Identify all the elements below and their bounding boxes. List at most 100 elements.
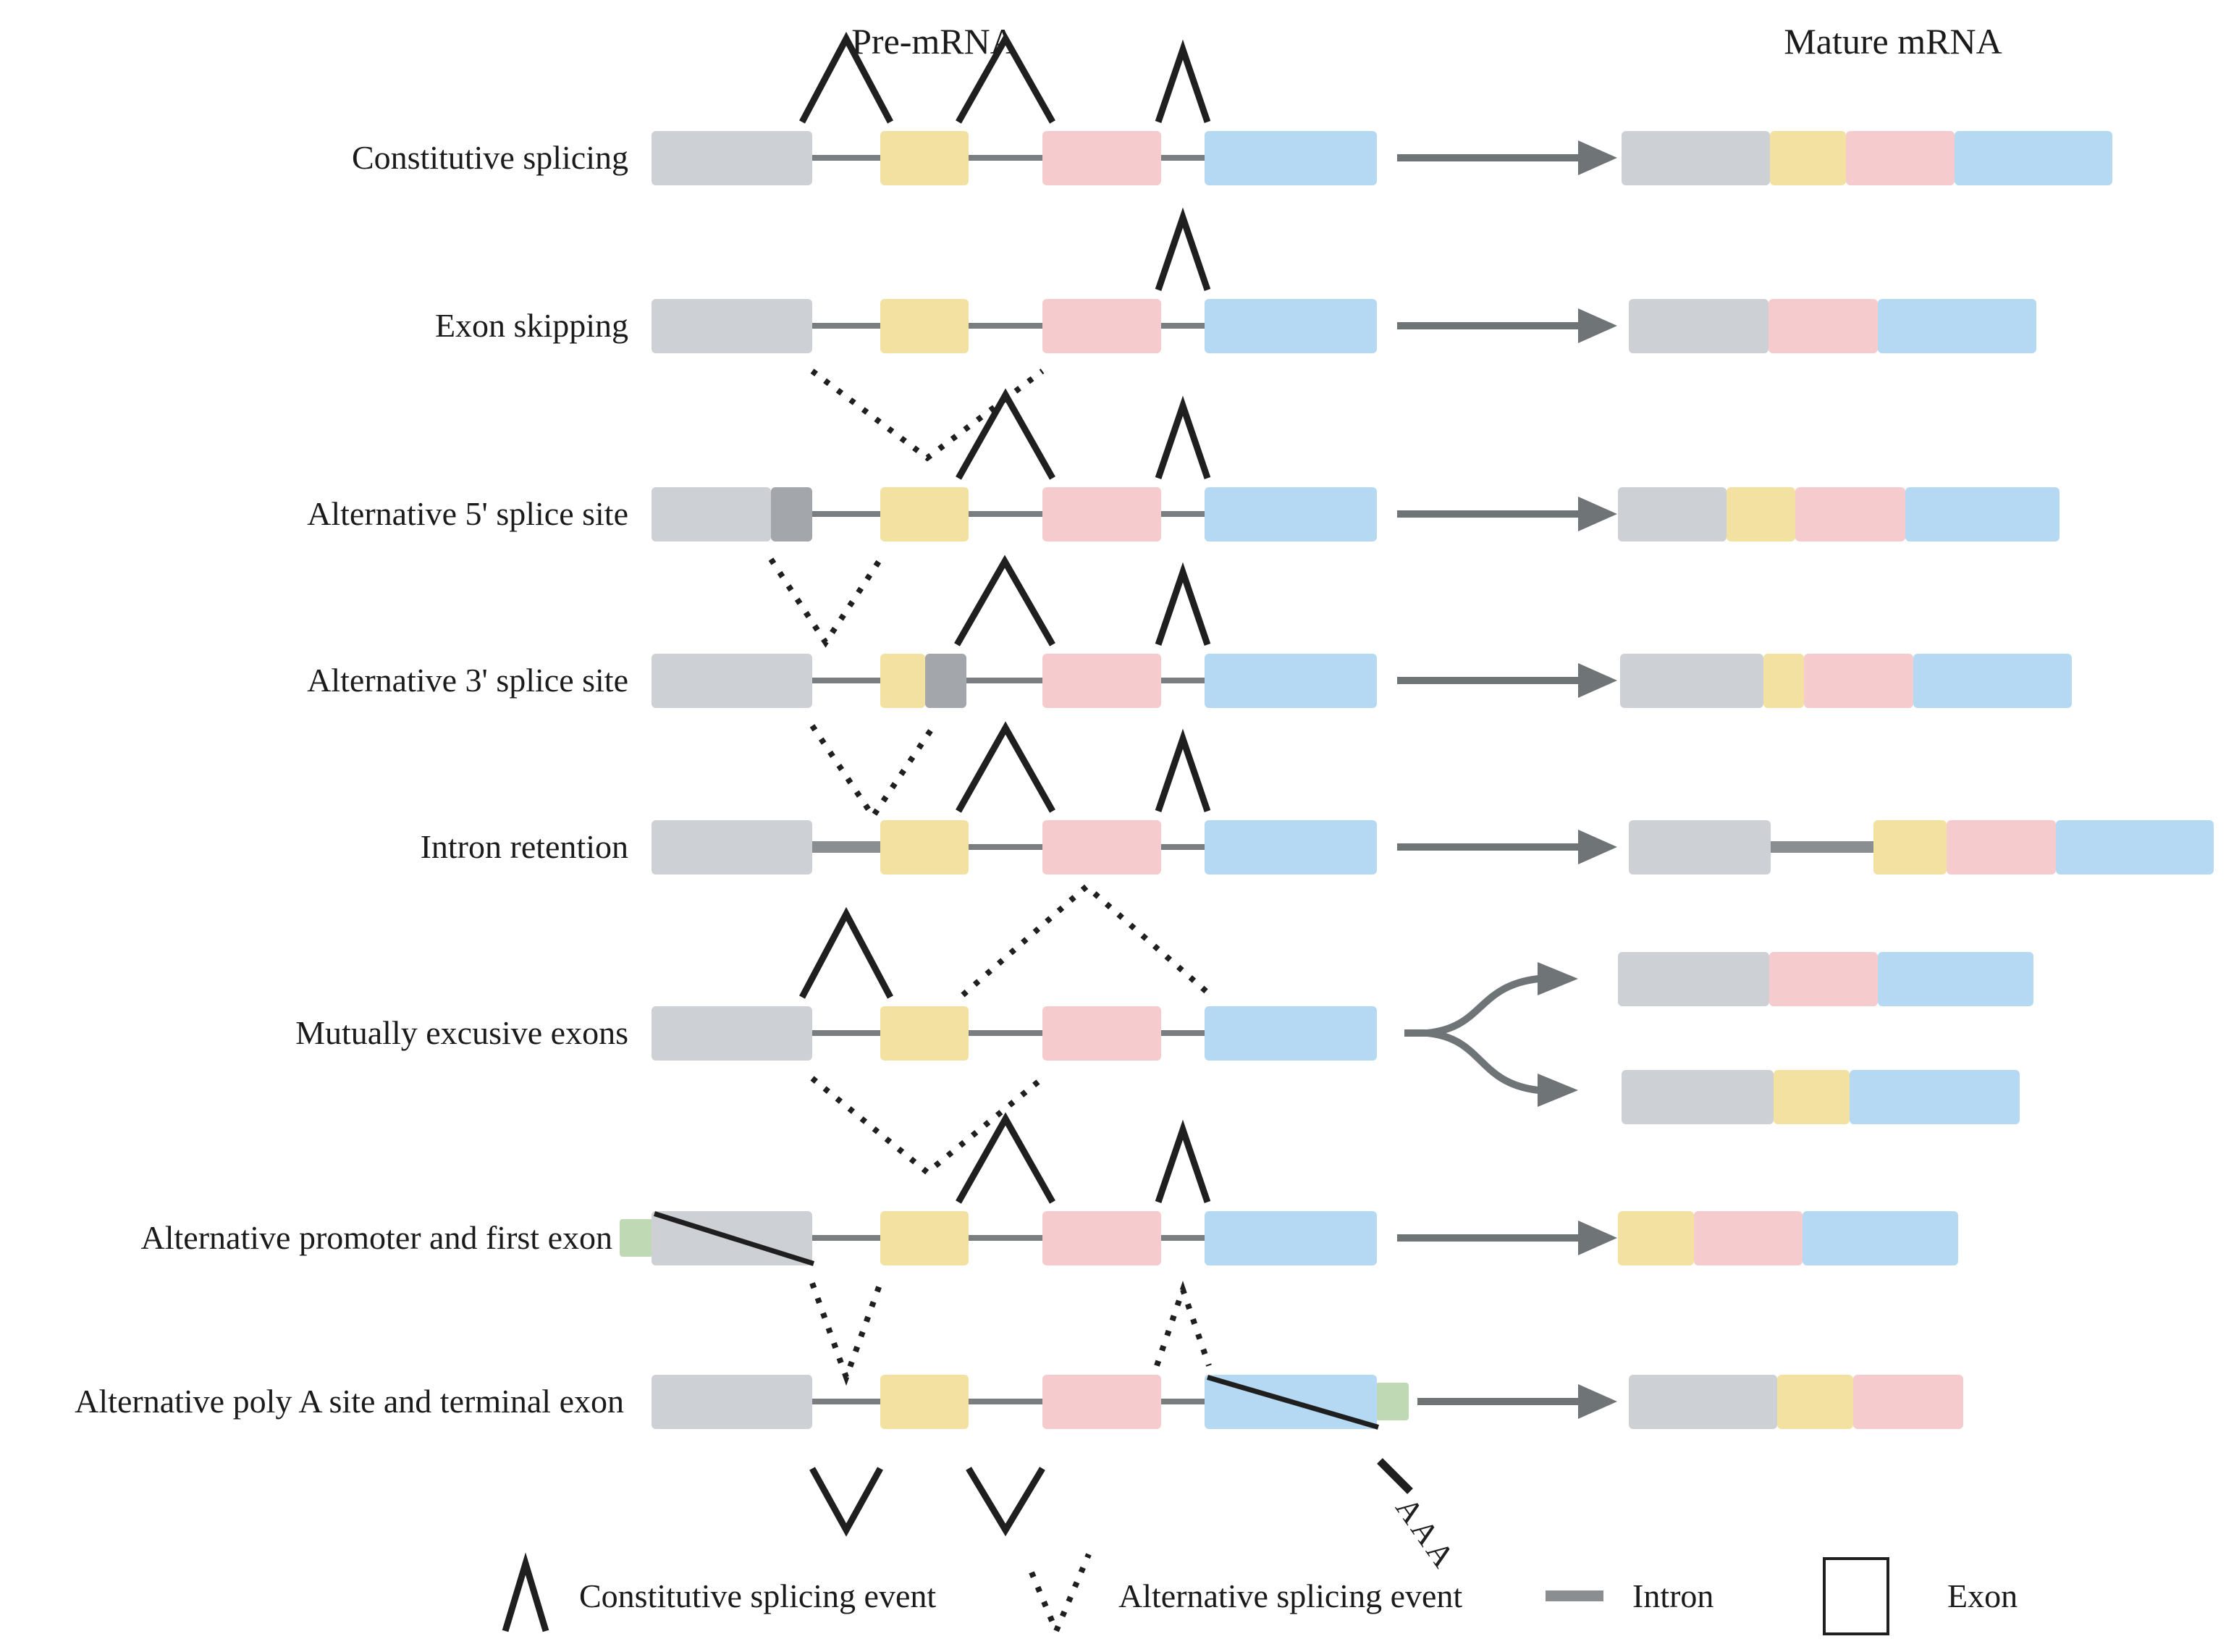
intron-line-pre (1157, 511, 1209, 517)
intron-line-pre (808, 323, 885, 329)
arrow-head-icon (1578, 1221, 1617, 1255)
exon-blue-mature (2056, 819, 2214, 875)
splice-event-solid-caret (799, 906, 893, 999)
legend-solid-caret-icon (502, 1552, 549, 1632)
retained-intron-line-mature (1766, 841, 1878, 853)
intron-line-pre (1157, 155, 1209, 161)
exon-gray-mature (1618, 486, 1727, 541)
intron-line-pre (1157, 323, 1209, 329)
intron-line-pre (964, 155, 1047, 161)
exon-yellow-mature (1727, 486, 1795, 541)
exon-yellow-pre (880, 130, 969, 185)
fork-arrow-top-head-icon (1538, 962, 1578, 995)
exon-blue-mature (1803, 1210, 1958, 1265)
splice-event-dotted-vee (768, 557, 883, 648)
fork-arrow-bottom-branch (1427, 1029, 1539, 1094)
exon-blue-pre (1205, 1210, 1377, 1265)
intron-line-pre (964, 844, 1047, 850)
exon-pink-pre (1042, 130, 1161, 185)
arrow-head-icon (1578, 140, 1617, 175)
legend-label-0: Constitutive splicing event (579, 1577, 937, 1614)
exon-yellow-pre (880, 486, 969, 541)
exon-pink-pre (1042, 298, 1161, 353)
exon-gray-pre (652, 130, 812, 185)
splice-event-dotted-caret (1154, 1281, 1212, 1367)
exon-pink-pre (1042, 819, 1161, 875)
splice-event-solid-caret (1155, 207, 1211, 291)
splice-event-solid-caret (1155, 562, 1211, 646)
exon-blue-mature (1850, 1069, 2020, 1124)
exon-gray-pre (652, 1006, 812, 1061)
legend-label-3: Exon (1947, 1577, 2018, 1614)
exon-gray-pre (652, 486, 771, 541)
exon-gray-mature (1629, 819, 1771, 875)
exon-yellow-mature (1770, 130, 1846, 185)
exon-gray-pre (652, 819, 812, 875)
exon-gray_dark-pre (925, 653, 966, 708)
intron-line-pre (1157, 678, 1209, 683)
poly-a-dash (1377, 1458, 1413, 1494)
exon-pink-mature (1804, 653, 1913, 708)
legend-label-2: Intron (1632, 1577, 1714, 1614)
row-label-alternative-3-splice-site: Alternative 3' splice site (307, 662, 628, 699)
intron-line-pre (808, 155, 885, 161)
legend-label-1: Alternative splicing event (1118, 1577, 1463, 1614)
exon-pink-mature (1769, 951, 1878, 1006)
exon-yellow-pre (880, 1210, 969, 1265)
exon-pink-mature (1853, 1374, 1963, 1429)
exon-gray_dark-pre (771, 486, 812, 541)
intron-line-pre (808, 1235, 885, 1241)
exon-pink-pre (1042, 1210, 1161, 1265)
row-label-alternative-promoter-first-exon: Alternative promoter and first exon (140, 1219, 612, 1256)
legend-exon-box-icon (1823, 1557, 1889, 1635)
legend-dotted-vee-icon (1029, 1553, 1092, 1639)
intron-line-pre (1157, 1235, 1209, 1241)
exon-blue-mature (1878, 951, 2033, 1006)
splice-event-dotted-vee (810, 368, 1045, 462)
arrow-head-icon (1578, 1384, 1617, 1419)
exon-yellow-pre (880, 298, 969, 353)
splice-event-solid-caret (1155, 728, 1211, 812)
fork-arrow-bottom-head-icon (1538, 1074, 1578, 1107)
exon-blue-pre (1205, 1374, 1377, 1429)
exon-yellow-pre (880, 819, 969, 875)
exon-yellow-mature (1777, 1374, 1853, 1429)
splice-event-solid-caret (954, 555, 1055, 646)
splice-event-solid-caret (1155, 1119, 1211, 1203)
splice-event-solid-caret (956, 1112, 1055, 1204)
exon-pink-pre (1042, 1374, 1161, 1429)
row-label-alternative-5-splice-site: Alternative 5' splice site (307, 495, 628, 532)
splice-event-dotted-vee (810, 1076, 1045, 1176)
intron-line-pre (808, 678, 885, 683)
exon-blue-pre (1205, 298, 1377, 353)
exon-pink-mature (1694, 1210, 1803, 1265)
exon-blue-pre (1205, 819, 1377, 875)
row-label-constitutive-splicing: Constitutive splicing (351, 139, 628, 176)
exon-yellow-pre (880, 653, 925, 708)
exon-pink-mature (1846, 130, 1955, 185)
pre-mrna-title: Pre-mRNA (851, 21, 1016, 62)
row-label-alternative-polya-terminal-exon: Alternative poly A site and terminal exo… (75, 1383, 624, 1420)
intron-line-pre (964, 1030, 1047, 1036)
row-label-exon-skipping: Exon skipping (434, 307, 628, 344)
exon-blue-pre (1205, 1006, 1377, 1061)
exon-pink-pre (1042, 653, 1161, 708)
exon-blue-mature (1913, 653, 2072, 708)
intron-line-pre (1157, 844, 1209, 850)
exon-yellow-mature (1763, 653, 1804, 708)
splice-event-dotted-vee (809, 724, 937, 822)
exon-yellow-mature (1873, 819, 1947, 875)
intron-line-pre (964, 323, 1047, 329)
row-label-intron-retention: Intron retention (420, 828, 628, 865)
poly-cap-green-pre (620, 1219, 653, 1257)
splice-event-solid-caret (956, 721, 1055, 813)
exon-gray-pre (652, 1374, 812, 1429)
row-label-mutually-exclusive-exons: Mutually excusive exons (295, 1014, 628, 1051)
poly-a-label: AAA (1388, 1491, 1463, 1577)
exon-blue-pre (1205, 653, 1377, 708)
poly-cap-green-pre (1375, 1383, 1409, 1420)
retained-intron-line-pre (808, 841, 885, 853)
arrow-head-icon (1578, 830, 1617, 864)
exon-yellow-pre (880, 1006, 969, 1061)
exon-blue-mature (1955, 130, 2112, 185)
